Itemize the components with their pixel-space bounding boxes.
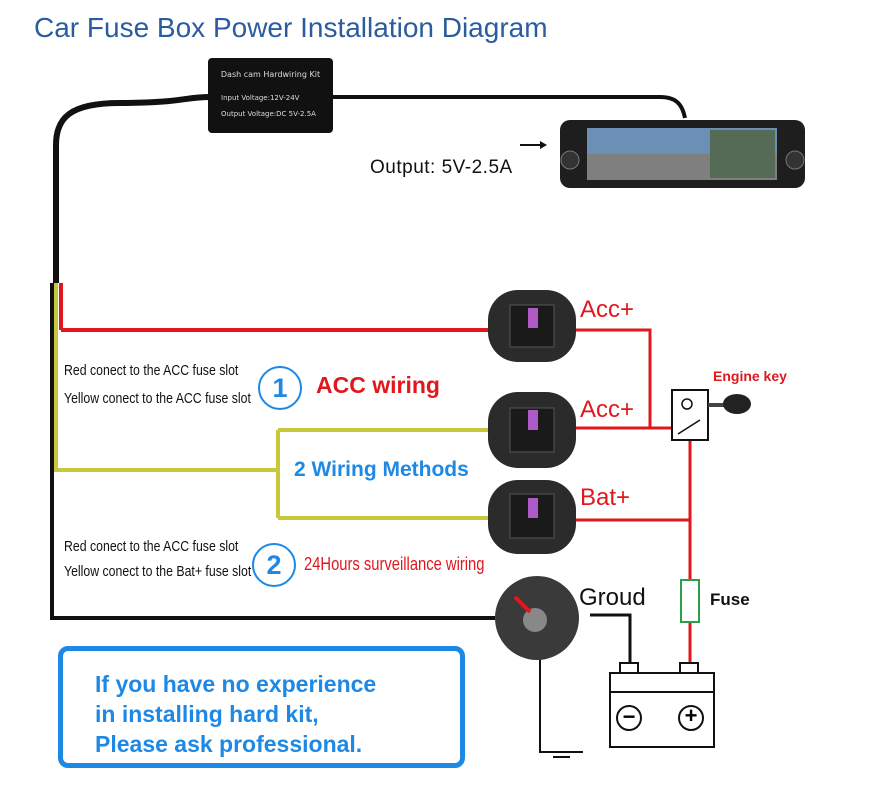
car-key-icon <box>723 394 751 414</box>
wiring-methods-label: 2 Wiring Methods <box>291 458 472 482</box>
fuse-label: Fuse <box>710 590 750 609</box>
fuse-element <box>680 579 700 623</box>
method2-title: 24Hours surveillance wiring <box>304 554 485 574</box>
method2-line1: Red conect to the ACC fuse slot <box>64 538 239 555</box>
fuse-label-bat: Bat+ <box>580 484 631 511</box>
method1-line1: Red conect to the ACC fuse slot <box>64 362 239 379</box>
method1-title: ACC wiring <box>316 372 440 398</box>
warning-box: If you have no experience in installing … <box>58 646 465 768</box>
mirror-dashcam <box>560 120 805 188</box>
fuse-label-acc-2: Acc+ <box>580 396 635 423</box>
kit-input-voltage: Input Voltage:12V-24V <box>221 94 300 102</box>
method2-line2: Yellow conect to the Bat+ fuse slot <box>64 563 252 580</box>
cable-kit-mirror <box>332 94 687 119</box>
battery-minus-sign: − <box>622 704 636 729</box>
fuse-slot-acc-2 <box>488 392 576 468</box>
battery-plus-sign: + <box>684 703 698 728</box>
page-title: Car Fuse Box Power Installation Diagram <box>34 12 548 43</box>
ground-to-battery <box>590 613 632 666</box>
method2-number-badge: 2 <box>252 543 296 587</box>
warning-line3: Please ask professional. <box>95 731 363 757</box>
ground-earth-wire <box>539 655 583 753</box>
ground-label: Groud <box>579 584 646 611</box>
method1-line2: Yellow conect to the ACC fuse slot <box>64 390 251 407</box>
engine-key-label: Engine key <box>713 368 787 384</box>
kit-name: Dash cam Hardwiring Kit <box>220 70 321 79</box>
hardwiring-kit-box: Dash cam Hardwiring Kit Input Voltage:12… <box>208 58 333 133</box>
ground-bolt-photo <box>495 576 579 660</box>
fuse-slot-acc-1 <box>488 290 576 362</box>
battery-icon <box>609 672 715 748</box>
warning-line1: If you have no experience <box>95 671 377 697</box>
ignition-switch <box>671 389 709 441</box>
method1-number-badge: 1 <box>258 366 302 410</box>
cable-kit-left <box>53 94 211 283</box>
fuse-label-acc-1: Acc+ <box>580 296 635 323</box>
warning-line2: in installing hard kit, <box>95 701 319 727</box>
output-label: Output: 5V-2.5A <box>370 157 513 178</box>
kit-output-voltage: Output Voltage:DC 5V-2.5A <box>221 110 316 118</box>
fuse-slot-bat <box>488 480 576 554</box>
